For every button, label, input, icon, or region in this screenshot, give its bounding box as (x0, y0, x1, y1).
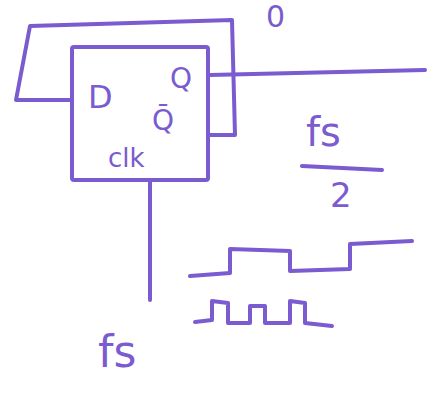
fraction-bar (302, 166, 382, 170)
clock-wire (148, 182, 152, 300)
pin-name: clk (108, 145, 145, 171)
pin-name: D (88, 81, 113, 113)
half-rate-waveform (190, 241, 412, 276)
pin-name: Q (170, 65, 192, 93)
signal-label: fs (306, 112, 341, 152)
pin-name: Q̄ (152, 107, 174, 135)
flip-flop-box: D Q Q̄ clk (70, 45, 210, 182)
output-wire (210, 70, 425, 75)
signal-label: 2 (330, 178, 352, 212)
signal-label: 0 (266, 2, 285, 32)
clock-waveform (195, 301, 332, 326)
signal-label: fs (98, 330, 136, 374)
feedback-wire (16, 20, 235, 135)
